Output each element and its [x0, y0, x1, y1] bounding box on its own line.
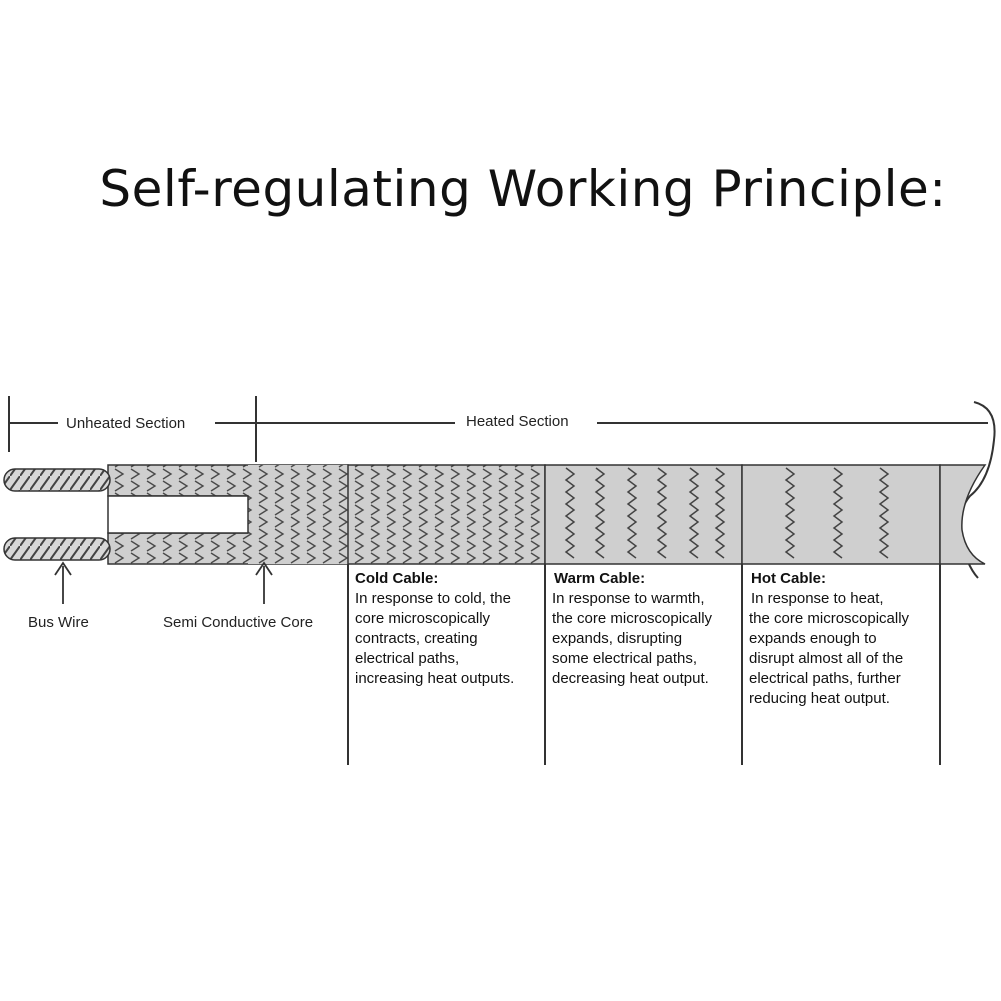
hot-cable-heading: Hot Cable:	[751, 570, 826, 587]
warm-cable-column: Warm Cable: In response to warmth, the c…	[552, 570, 713, 687]
cold-cable-heading: Cold Cable:	[355, 570, 438, 587]
cable-body	[107, 464, 987, 565]
column-dividers	[347, 564, 941, 765]
cold-line-4: electrical paths,	[355, 650, 459, 667]
warm-core-zigzags	[564, 467, 726, 559]
hot-line-1: In response to heat,	[751, 590, 884, 607]
warm-line-1: In response to warmth,	[552, 590, 705, 607]
hot-line-2: the core microscopically	[749, 610, 910, 627]
bus-wire-arrow	[54, 561, 72, 604]
hot-core-zigzags	[784, 467, 890, 559]
warm-line-4: some electrical paths,	[552, 650, 697, 667]
warm-line-5: decreasing heat output.	[552, 670, 709, 687]
unheated-section-label: Unheated Section	[66, 415, 185, 432]
hot-cable-column: Hot Cable: In response to heat, the core…	[749, 570, 910, 707]
cold-line-1: In response to cold, the	[355, 590, 511, 607]
core-label: Semi Conductive Core	[163, 614, 313, 631]
cold-line-3: contracts, creating	[355, 630, 478, 647]
heated-section-label: Heated Section	[466, 413, 569, 430]
bus-wire-ends	[3, 468, 111, 561]
core-arrow	[255, 561, 273, 604]
hot-line-3: expands enough to	[749, 630, 877, 647]
cold-line-5: increasing heat outputs.	[355, 670, 514, 687]
hot-line-6: reducing heat output.	[749, 690, 890, 707]
warm-line-2: the core microscopically	[552, 610, 713, 627]
cold-line-2: core microscopically	[355, 610, 491, 627]
hot-line-5: electrical paths, further	[749, 670, 901, 687]
cold-cable-column: Cold Cable: In response to cold, the cor…	[355, 570, 514, 687]
bus-wire-label: Bus Wire	[28, 614, 89, 631]
page-title: Self-regulating Working Principle:	[99, 160, 947, 218]
hot-line-4: disrupt almost all of the	[749, 650, 903, 667]
warm-cable-heading: Warm Cable:	[554, 570, 645, 587]
warm-line-3: expands, disrupting	[552, 630, 682, 647]
